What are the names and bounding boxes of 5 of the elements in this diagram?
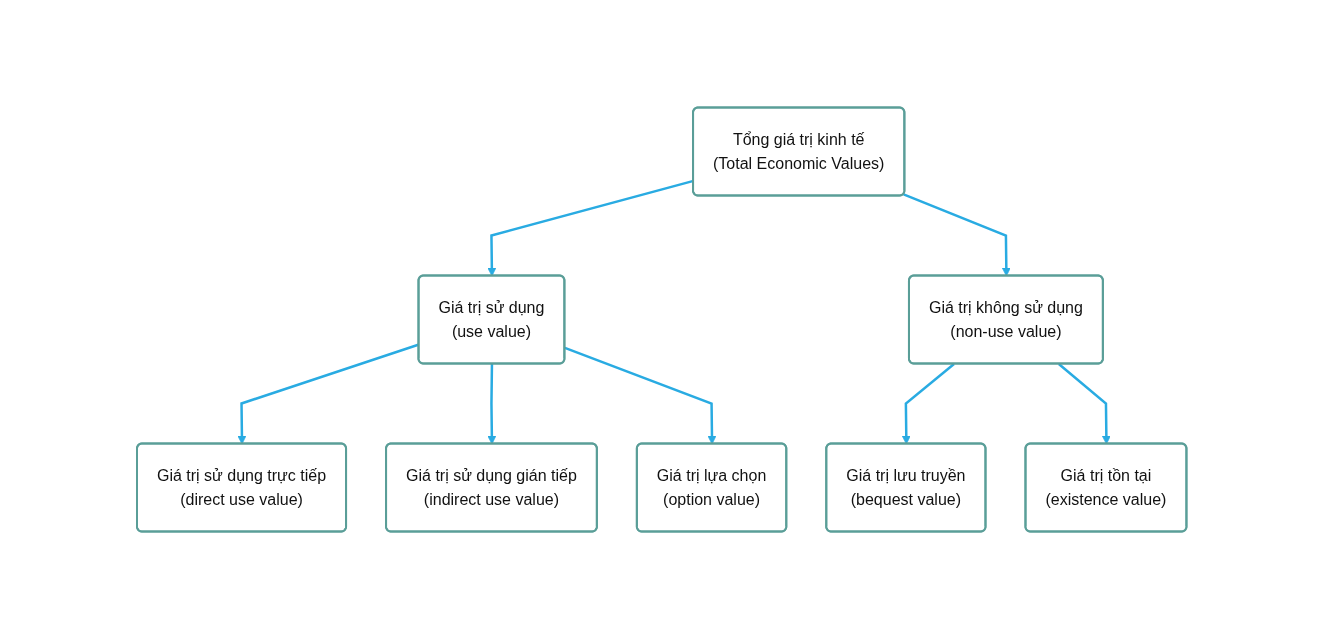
- arrow: [487, 364, 497, 445]
- arrow: [902, 363, 956, 445]
- arrow: [903, 193, 1011, 277]
- arrow: [1058, 363, 1112, 445]
- arrow: [564, 346, 717, 445]
